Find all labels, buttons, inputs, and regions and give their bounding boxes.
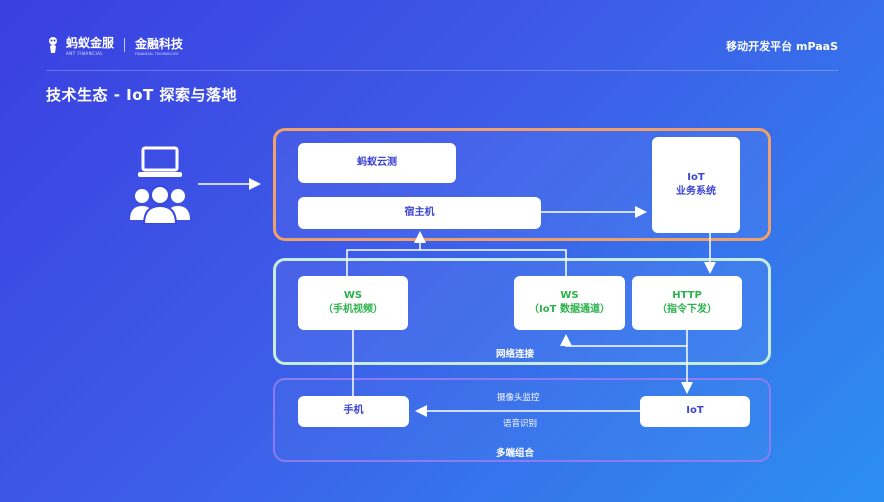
logo-subtitle: ANT FINANCIAL — [66, 51, 104, 56]
node-http-line2: （指令下发） — [657, 304, 717, 315]
line-ws-video-to-host — [346, 249, 567, 276]
edge-label-camera: 摄像头监控 — [497, 393, 540, 403]
node-phone: 手机 — [298, 396, 409, 427]
node-ws-video: WS （手机视频） — [298, 276, 408, 330]
node-host-label: 宿主机 — [404, 206, 435, 218]
logo: 蚂蚁金服 ANT FINANCIAL 金融科技 FINANCIAL TECHNO… — [46, 34, 183, 56]
node-iot-system: IoT 业务系统 — [652, 137, 740, 233]
page-title: 技术生态 - IoT 探索与落地 — [46, 86, 238, 104]
tech-name: 金融科技 — [135, 36, 184, 51]
node-cloud-test: 蚂蚁云测 — [298, 143, 456, 183]
node-ws-data-line1: WS — [560, 289, 579, 301]
node-ws-video-line2: （手机视频） — [323, 304, 383, 315]
node-http: HTTP （指令下发） — [632, 276, 742, 330]
laptop-icon — [138, 146, 182, 177]
tech-subtitle: FINANCIAL TECHNOLOGY — [135, 51, 179, 56]
logo-divider — [124, 38, 126, 52]
group-network-label: 网络连接 — [496, 349, 535, 360]
node-ws-data-line2: （IoT 数据通道） — [529, 304, 610, 315]
edge-label-voice: 语音识别 — [503, 419, 538, 429]
node-ws-data: WS （IoT 数据通道） — [514, 276, 625, 330]
node-http-line1: HTTP — [672, 289, 702, 301]
node-host: 宿主机 — [298, 197, 541, 229]
logo-name: 蚂蚁金服 — [66, 36, 115, 50]
users-icon — [130, 185, 190, 224]
group-multi-device — [273, 378, 771, 462]
ant-logo-icon — [49, 37, 57, 53]
arrow-iot-to-ws-data — [560, 334, 687, 347]
header-divider — [46, 70, 838, 71]
platform-title: 移动开发平台 mPaaS — [726, 40, 838, 53]
logo-text: 蚂蚁金服 ANT FINANCIAL — [66, 34, 114, 56]
node-iot-system-line1: IoT — [687, 171, 705, 183]
group-multi-device-label: 多端组合 — [496, 448, 535, 459]
node-iot-system-line2: 业务系统 — [676, 186, 716, 197]
node-ws-video-line1: WS — [343, 289, 363, 301]
tech-text: 金融科技 FINANCIAL TECHNOLOGY — [135, 35, 183, 56]
node-iot-device: IoT — [640, 396, 750, 427]
